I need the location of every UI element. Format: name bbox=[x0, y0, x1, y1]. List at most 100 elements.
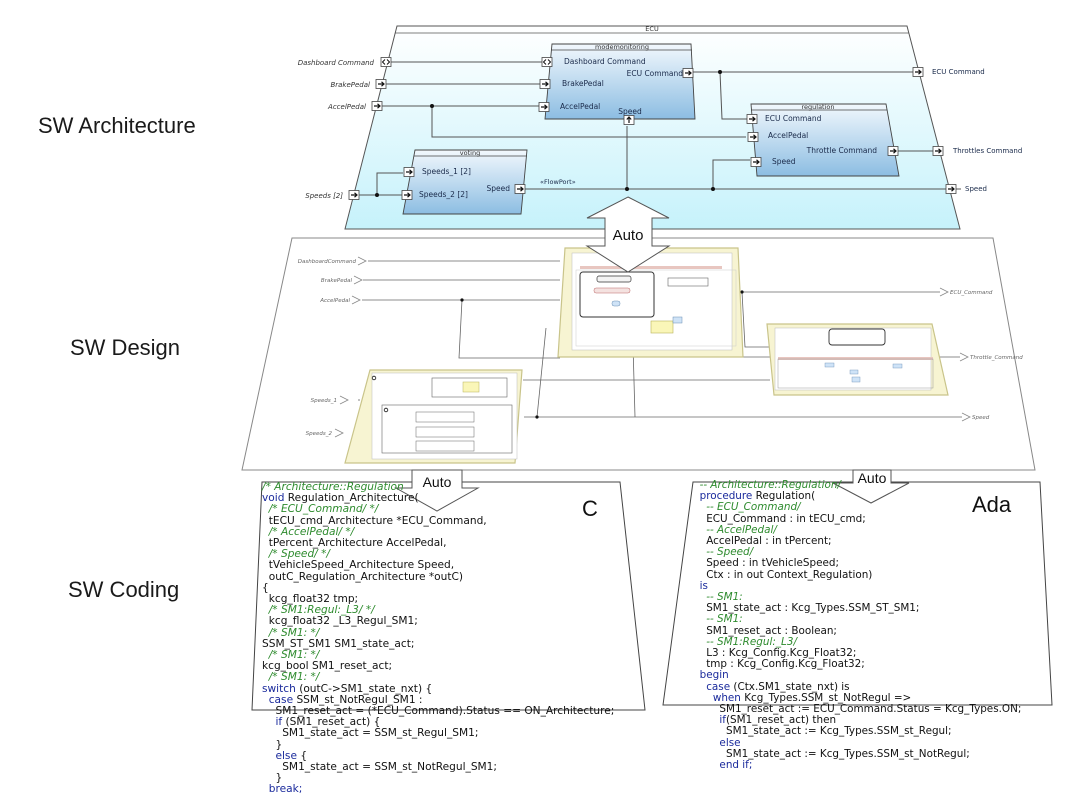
code-line: /* Speed/ */ bbox=[262, 549, 614, 560]
auto-label: Auto bbox=[613, 227, 644, 244]
arch-input-brakepedal: BrakePedal bbox=[330, 81, 370, 89]
ada-code-plane bbox=[662, 481, 1053, 706]
code-keyword: else bbox=[693, 736, 741, 749]
code-text: SM1_state_act : Kcg_Types.SSM_ST_SM1; bbox=[693, 602, 920, 615]
code-line: SM1_reset_act := ECU_Command.Status = Kc… bbox=[693, 703, 1021, 715]
code-comment: -- SM1:Regul:_L3/ bbox=[693, 635, 797, 648]
design-output-throttle-command: Throttle_Command bbox=[970, 355, 1023, 361]
code-text: Ctx : in out Context_Regulation) bbox=[693, 568, 873, 581]
code-line: begin bbox=[693, 670, 1021, 681]
block-port-label: Speeds_1 [2] bbox=[422, 167, 471, 176]
code-line: SM1_state_act : Kcg_Types.SSM_ST_SM1; bbox=[693, 603, 1021, 614]
code-keyword: else bbox=[262, 749, 297, 762]
code-text: tVehicleSpeed_Architecture Speed, bbox=[262, 559, 455, 572]
code-text: L3 : Kcg_Config.Kcg_Float32; bbox=[693, 647, 857, 660]
block-port-label: ECU Command bbox=[627, 69, 684, 78]
layer-label-coding: SW Coding bbox=[68, 577, 180, 602]
code-line: SM1_state_act := Kcg_Types.SSM_st_Regul; bbox=[693, 726, 1021, 737]
design-output-speed: Speed bbox=[972, 415, 990, 421]
code-line: Speed : in tVehicleSpeed; bbox=[693, 558, 1021, 569]
design-regulation-frame[interactable] bbox=[766, 323, 949, 396]
arch-input-speeds: Speeds [2] bbox=[305, 192, 343, 200]
ada-code-listing: -- Architecture::Regulation/ procedure R… bbox=[693, 479, 1022, 772]
code-keyword: begin bbox=[693, 669, 729, 682]
block-title: voting bbox=[460, 149, 480, 157]
code-line: } bbox=[262, 738, 614, 751]
code-line: -- SM1:Regul:_L3/ bbox=[693, 635, 1021, 648]
code-text: Speed : in tVehicleSpeed; bbox=[693, 557, 839, 570]
code-line: tECU_cmd_Architecture *ECU_Command, bbox=[262, 514, 614, 527]
design-input-speeds-1: Speeds_1 bbox=[311, 398, 337, 404]
c-language-label: C bbox=[582, 496, 598, 521]
diagram-canvas: ECU Dashboard Command BrakePedal AccelPe… bbox=[241, 25, 1053, 711]
code-line: -- SM1: bbox=[693, 591, 1021, 603]
code-line: tVehicleSpeed_Architecture Speed, bbox=[262, 560, 614, 571]
code-line: case (Ctx.SM1_state_nxt) is bbox=[693, 681, 1021, 693]
code-text: ECU_Command : in tECU_cmd; bbox=[693, 512, 866, 525]
code-text: tECU_cmd_Architecture *ECU_Command, bbox=[262, 514, 487, 527]
code-line: SM1_state_act = SSM_st_Regul_SM1; bbox=[262, 728, 614, 739]
block-port-label: Dashboard Command bbox=[564, 57, 646, 66]
code-comment: /* SM1: */ bbox=[262, 649, 320, 662]
code-comment: /* SM1:Regul:_L3/ */ bbox=[262, 604, 375, 617]
code-comment: /* Speed/ */ bbox=[262, 548, 330, 561]
block-regulation[interactable]: regulation ECU Command AccelPedal Speed … bbox=[746, 103, 900, 177]
code-line: kcg_float32 _L3_Regul_SM1; bbox=[262, 616, 614, 627]
code-line: when Kcg_Types.SSM_st_NotRegul => bbox=[693, 691, 1021, 704]
code-keyword: if bbox=[693, 714, 726, 727]
auto-arrow-architecture-design: Auto bbox=[585, 196, 671, 273]
code-line: -- AccelPedal/ bbox=[693, 524, 1021, 536]
code-comment: /* SM1: */ bbox=[262, 671, 320, 684]
block-port-label: Speed bbox=[772, 157, 796, 166]
auto-label: Auto bbox=[858, 470, 887, 486]
auto-arrow-design-to-c: Auto bbox=[394, 469, 480, 512]
code-text: SM1_state_act = SSM_st_Regul_SM1; bbox=[262, 727, 479, 740]
design-plane: DashboardCommand BrakePedal AccelPedal S… bbox=[241, 237, 1036, 471]
flowport-label: «FlowPort» bbox=[540, 178, 576, 186]
design-input-accelpedal: AccelPedal bbox=[319, 298, 350, 304]
code-keyword: void bbox=[262, 492, 285, 505]
design-input-brakepedal: BrakePedal bbox=[321, 278, 353, 284]
code-comment: /* AccelPedal/ */ bbox=[262, 525, 355, 538]
code-keyword: end if; bbox=[693, 759, 753, 772]
code-line: SSM_ST_SM1 SM1_state_act; bbox=[262, 637, 614, 650]
code-text: SM1_reset_act : Boolean; bbox=[693, 624, 837, 637]
ada-language-label: Ada bbox=[972, 492, 1012, 517]
code-keyword: case bbox=[262, 693, 294, 706]
code-text: tPercent_Architecture AccelPedal, bbox=[262, 537, 447, 550]
architecture-plane: ECU Dashboard Command BrakePedal AccelPe… bbox=[298, 25, 1022, 230]
port-icon bbox=[371, 100, 383, 112]
code-text: SM1_state_act := Kcg_Types.SSM_st_Regul; bbox=[693, 725, 952, 738]
ecu-title: ECU bbox=[645, 25, 659, 33]
port-icon bbox=[912, 66, 924, 78]
code-line: void Regulation_Architecture( bbox=[262, 493, 614, 504]
design-input-speeds-2: Speeds_2 bbox=[306, 431, 333, 437]
block-modemonitoring[interactable]: modemonitoring Dashboard Command BrakePe… bbox=[538, 43, 696, 126]
block-title: regulation bbox=[801, 103, 834, 111]
code-line: /* SM1:Regul:_L3/ */ bbox=[262, 605, 614, 616]
code-text: (outC->SM1_state_nxt) { bbox=[295, 682, 433, 695]
code-line: end if; bbox=[693, 759, 1021, 772]
design-modemonitoring-frame[interactable] bbox=[557, 247, 744, 358]
design-voting-frame[interactable] bbox=[344, 369, 523, 464]
code-text: SSM_st_NotRegul_SM1 : bbox=[293, 693, 423, 706]
auto-label: Auto bbox=[423, 474, 452, 490]
auto-arrow-design-to-ada: Auto bbox=[832, 469, 910, 504]
layer-label-design: SW Design bbox=[70, 335, 181, 360]
code-line: ECU_Command : in tECU_cmd; bbox=[693, 512, 1021, 525]
block-port-label: Throttle Command bbox=[806, 146, 878, 155]
block-voting[interactable]: voting Speeds_1 [2] Speeds_2 [2] Speed bbox=[401, 149, 528, 215]
port-icon bbox=[380, 57, 392, 67]
code-line: /* SM1: */ bbox=[262, 672, 614, 683]
code-line: switch (outC->SM1_state_nxt) { bbox=[262, 682, 614, 695]
code-text: (SM1_reset_act) then bbox=[725, 714, 837, 727]
port-icon bbox=[932, 145, 944, 157]
code-text: SM1_state_act = SSM_st_NotRegul_SM1; bbox=[262, 761, 497, 774]
arch-output-ecu-command: ECU Command bbox=[932, 68, 985, 76]
code-text: SSM_ST_SM1 SM1_state_act; bbox=[262, 637, 415, 650]
code-text: SM1_reset_act = (*ECU_Command).Status ==… bbox=[262, 705, 615, 718]
code-text: Kcg_Types.SSM_st_NotRegul => bbox=[740, 691, 912, 704]
code-text: } bbox=[262, 738, 283, 751]
code-text: (SM1_reset_act) { bbox=[282, 716, 381, 729]
